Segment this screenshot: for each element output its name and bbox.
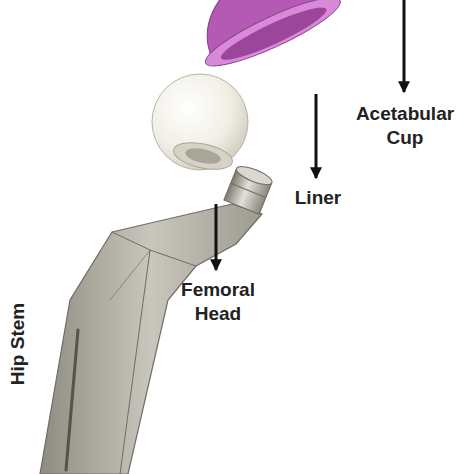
head-bore xyxy=(184,145,222,166)
part-label: Femoral Head xyxy=(168,278,268,326)
femoral-head xyxy=(152,74,248,174)
stem-groove xyxy=(66,330,78,470)
trunnion-ring xyxy=(231,183,266,197)
part-label: Acetabular Cup xyxy=(345,102,465,150)
stem-body xyxy=(40,204,262,474)
stem-edge xyxy=(112,232,196,266)
leader-arrow xyxy=(403,0,406,92)
hip-stem xyxy=(40,163,274,474)
leader-arrow xyxy=(215,204,218,270)
stem-edge xyxy=(110,250,150,300)
part-label: Liner xyxy=(273,186,363,210)
trunnion-top xyxy=(234,163,274,188)
leader-arrow xyxy=(315,94,318,178)
stem-edge xyxy=(120,250,150,474)
stem-trunnion xyxy=(224,163,274,214)
head-taper xyxy=(171,138,235,174)
part-label: Hip Stem xyxy=(6,303,30,385)
head-sphere xyxy=(152,74,248,170)
cup-opening xyxy=(217,0,331,67)
cup-flange xyxy=(199,0,346,77)
acetabular-cup xyxy=(180,0,346,77)
